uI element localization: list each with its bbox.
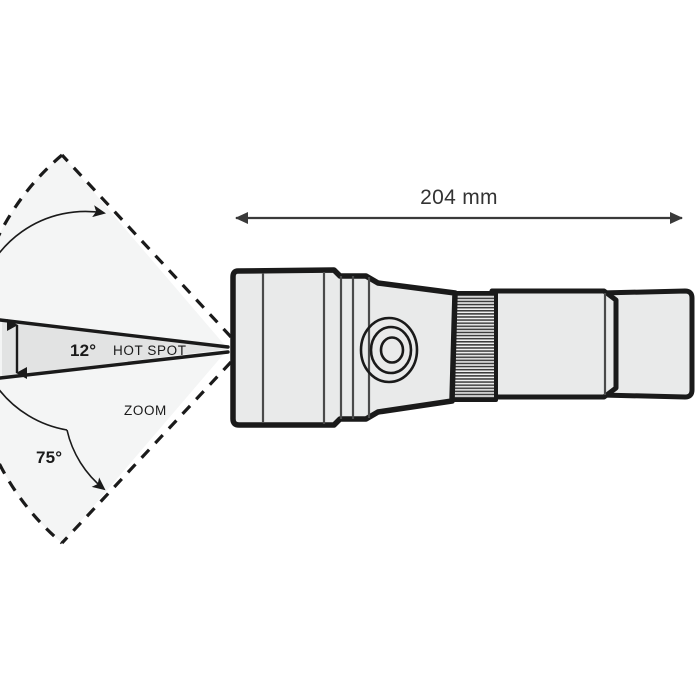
beam-label-group: 12° HOT SPOT ZOOM 75° [36, 341, 187, 467]
flood-angle-arc-upper [0, 205, 106, 431]
zoom-zone-label: ZOOM [124, 403, 167, 418]
flood-angle-label: 75° [36, 448, 62, 467]
zoom-collar-inner-ring [379, 336, 405, 364]
flashlight-knurled-grip [450, 291, 498, 402]
beam-flood-edge-upper [60, 153, 233, 339]
flashlight-body-group [230, 267, 695, 428]
zoom-collar-outer-ring [359, 316, 419, 384]
beam-flood-edge-lower [60, 360, 233, 545]
angle-measure-group [0, 205, 106, 491]
length-dimension-label: 204 mm [420, 186, 498, 209]
beam-hot-spot-fill [2, 320, 228, 377]
flashlight-tail-cap [598, 288, 695, 400]
length-dimension-group: 204 mm [235, 186, 683, 224]
flashlight-head-panel-lines [261, 272, 371, 424]
beam-flood-arc [0, 153, 64, 545]
hot-spot-zone-label: HOT SPOT [113, 343, 187, 358]
zoom-collar-middle-ring [369, 325, 413, 375]
flashlight-battery-tube [489, 288, 619, 400]
flood-angle-arc-lower [66, 429, 106, 491]
flashlight-zoom-collar [359, 316, 419, 384]
beam-hot-spot-edge-bottom [0, 350, 230, 380]
flashlight-head [230, 267, 458, 428]
hot-spot-angle-label: 12° [70, 341, 96, 360]
beam-cone-group [0, 153, 233, 545]
beam-hot-spot-edge-top [0, 318, 230, 349]
